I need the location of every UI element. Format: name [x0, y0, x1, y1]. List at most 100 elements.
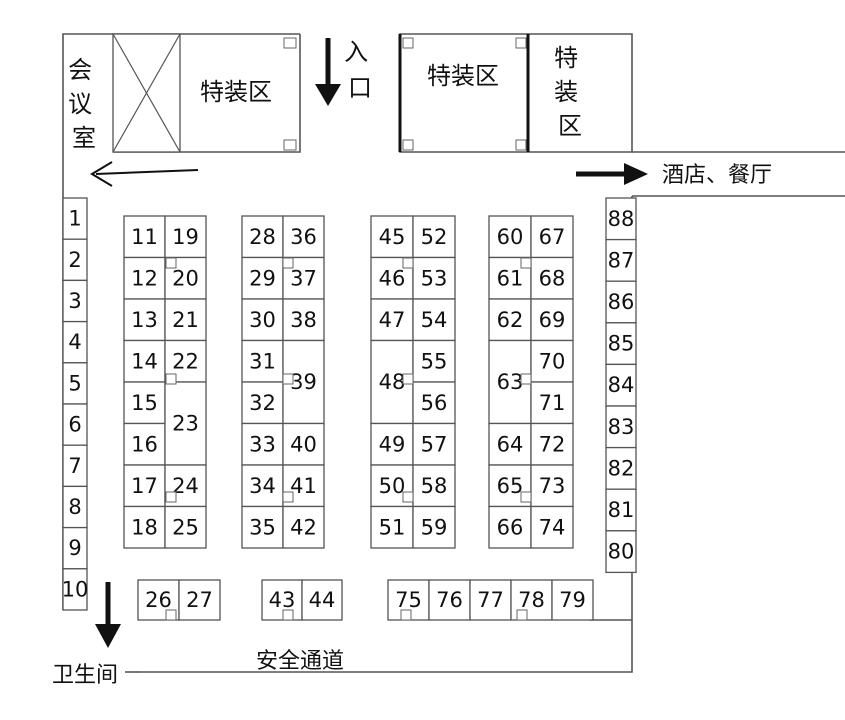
booth-16[interactable]: 16	[123, 422, 166, 466]
booth-44[interactable]: 44	[301, 579, 343, 621]
booth-58[interactable]: 58	[412, 464, 456, 508]
booth-67[interactable]: 67	[530, 215, 574, 259]
booth-62[interactable]: 62	[488, 298, 532, 342]
booth-number: 39	[290, 370, 317, 394]
booth-36[interactable]: 36	[282, 215, 325, 259]
booth-86[interactable]: 86	[605, 280, 637, 324]
booth-79[interactable]: 79	[551, 579, 594, 621]
booth-33[interactable]: 33	[241, 422, 284, 466]
booth-31[interactable]: 31	[241, 339, 284, 383]
booth-81[interactable]: 81	[605, 488, 637, 532]
arrows	[90, 38, 648, 648]
booth-17[interactable]: 17	[123, 464, 166, 508]
booth-number: 41	[290, 474, 317, 498]
booth-50[interactable]: 50	[370, 464, 414, 508]
booth-85[interactable]: 85	[605, 322, 637, 366]
booth-42[interactable]: 42	[282, 505, 325, 549]
booth-45[interactable]: 45	[370, 215, 414, 259]
booth-8[interactable]: 8	[62, 485, 88, 529]
booth-24[interactable]: 24	[164, 464, 207, 508]
pillar-marker	[282, 373, 294, 385]
booth-number: 70	[539, 349, 566, 373]
booth-68[interactable]: 68	[530, 256, 574, 300]
booth-18[interactable]: 18	[123, 505, 166, 549]
booth-47[interactable]: 47	[370, 298, 414, 342]
booth-52[interactable]: 52	[412, 215, 456, 259]
pillar-marker	[282, 609, 294, 621]
booth-35[interactable]: 35	[241, 505, 284, 549]
booth-57[interactable]: 57	[412, 422, 456, 466]
booth-25[interactable]: 25	[164, 505, 207, 549]
booth-number: 67	[539, 225, 566, 249]
booth-39[interactable]: 39	[282, 339, 325, 425]
booth-80[interactable]: 80	[605, 530, 637, 574]
booth-number: 17	[131, 474, 158, 498]
booth-9[interactable]: 9	[62, 526, 88, 570]
booth-76[interactable]: 76	[428, 579, 471, 621]
booth-74[interactable]: 74	[530, 505, 574, 549]
booth-64[interactable]: 64	[488, 422, 532, 466]
booth-number: 38	[290, 308, 317, 332]
booth-11[interactable]: 11	[123, 215, 166, 259]
booth-number: 14	[131, 349, 158, 373]
booth-40[interactable]: 40	[282, 422, 325, 466]
booth-72[interactable]: 72	[530, 422, 574, 466]
booth-21[interactable]: 21	[164, 298, 207, 342]
booth-7[interactable]: 7	[62, 444, 88, 488]
booth-30[interactable]: 30	[241, 298, 284, 342]
pillar-marker	[282, 491, 294, 503]
booth-number: 84	[608, 373, 635, 397]
booth-32[interactable]: 32	[241, 381, 284, 425]
booth-10[interactable]: 10	[62, 568, 89, 611]
booth-number: 43	[269, 588, 296, 612]
booth-12[interactable]: 12	[123, 256, 166, 300]
booth-46[interactable]: 46	[370, 256, 414, 300]
booth-28[interactable]: 28	[241, 215, 284, 259]
booth-13[interactable]: 13	[123, 298, 166, 342]
booth-84[interactable]: 84	[605, 363, 637, 407]
booth-3[interactable]: 3	[62, 279, 88, 323]
booth-27[interactable]: 27	[178, 579, 221, 621]
booth-54[interactable]: 54	[412, 298, 456, 342]
booth-38[interactable]: 38	[282, 298, 325, 342]
booth-number: 88	[608, 207, 635, 231]
booth-69[interactable]: 69	[530, 298, 574, 342]
pillar-marker	[520, 257, 532, 269]
booth-number: 9	[68, 536, 81, 560]
booth-15[interactable]: 15	[123, 381, 166, 425]
booth-82[interactable]: 82	[605, 446, 637, 490]
booth-53[interactable]: 53	[412, 256, 456, 300]
booth-56[interactable]: 56	[412, 381, 456, 425]
booth-77[interactable]: 77	[469, 579, 512, 621]
booth-71[interactable]: 71	[530, 381, 574, 425]
booth-88[interactable]: 88	[605, 197, 637, 241]
booth-2[interactable]: 2	[62, 238, 88, 282]
booth-60[interactable]: 60	[488, 215, 532, 259]
booth-6[interactable]: 6	[62, 403, 88, 446]
booth-29[interactable]: 29	[241, 256, 284, 300]
booth-number: 77	[477, 588, 504, 612]
booth-4[interactable]: 4	[62, 320, 88, 364]
booth-number: 53	[421, 266, 448, 290]
booth-1[interactable]: 1	[62, 197, 88, 240]
booth-55[interactable]: 55	[412, 339, 456, 383]
restroom-arrow-icon	[95, 582, 121, 648]
booth-43[interactable]: 43	[261, 579, 303, 621]
booth-19[interactable]: 19	[164, 215, 207, 259]
booth-34[interactable]: 34	[241, 464, 284, 508]
booth-5[interactable]: 5	[62, 362, 88, 405]
booth-83[interactable]: 83	[605, 405, 637, 449]
booth-number: 22	[172, 349, 199, 373]
booth-number: 66	[497, 515, 524, 539]
booth-87[interactable]: 87	[605, 238, 637, 282]
booth-78[interactable]: 78	[510, 579, 553, 621]
booth-59[interactable]: 59	[412, 505, 456, 549]
booth-number: 10	[62, 577, 89, 601]
booth-14[interactable]: 14	[123, 339, 166, 383]
booth-49[interactable]: 49	[370, 422, 414, 466]
booth-66[interactable]: 66	[488, 505, 532, 549]
booth-51[interactable]: 51	[370, 505, 414, 549]
booth-70[interactable]: 70	[530, 339, 574, 383]
booth-73[interactable]: 73	[530, 464, 574, 508]
booth-23[interactable]: 23	[164, 381, 207, 466]
